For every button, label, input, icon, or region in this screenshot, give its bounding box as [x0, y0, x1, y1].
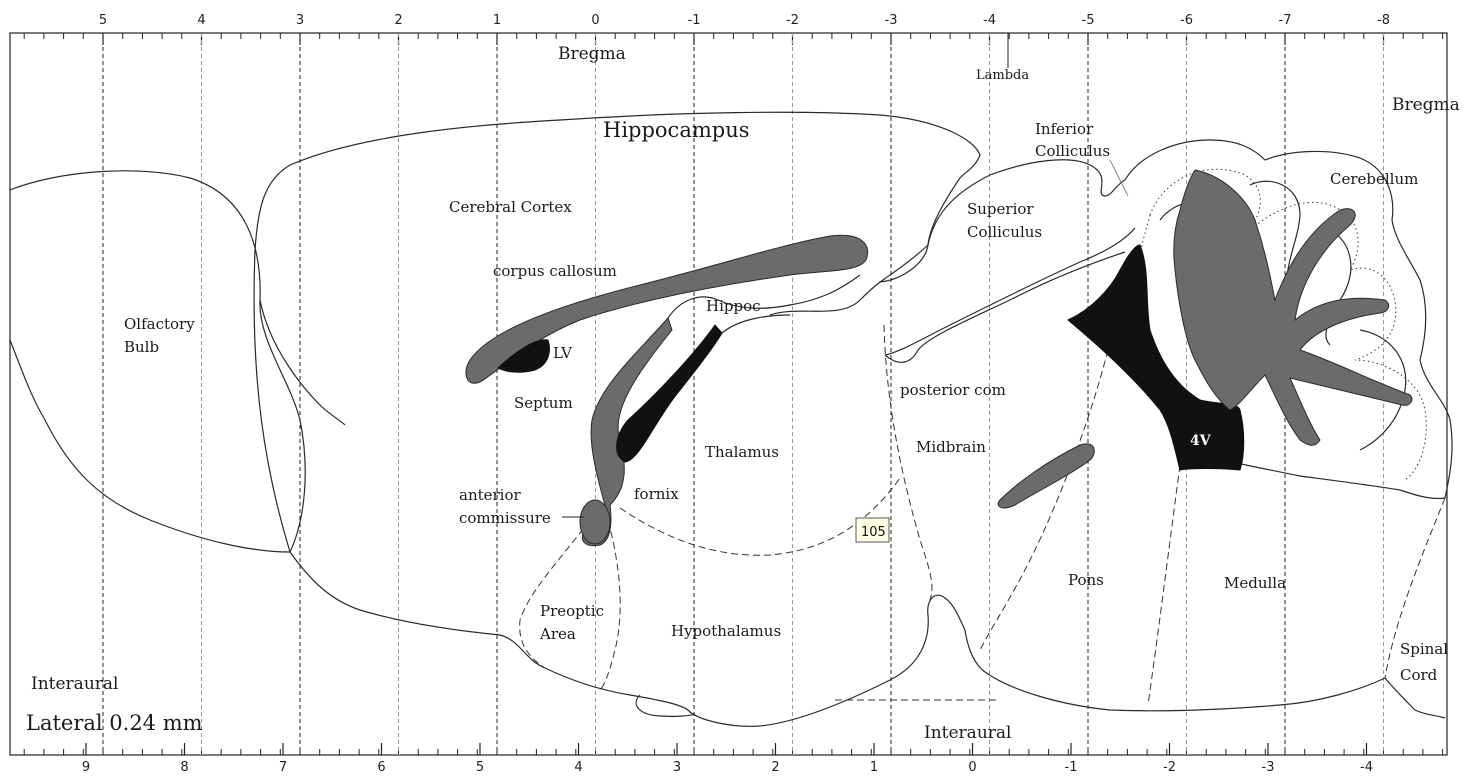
preoptic-label-line2: Area: [539, 625, 576, 643]
inferior-colliculus-label-line2: Colliculus: [1035, 142, 1110, 160]
bottom-scale-label: 0: [968, 760, 976, 775]
top-scale-label: -5: [1082, 13, 1095, 28]
top-scale-label: 1: [493, 13, 501, 28]
midbrain-label: Midbrain: [916, 438, 986, 456]
top-scale-label: 5: [99, 13, 107, 28]
bottom-scale-label: 1: [870, 760, 878, 775]
anterior-commissure-shape: [580, 500, 610, 544]
bottom-scale-label: 4: [574, 760, 582, 775]
bottom-scale-label: -1: [1065, 760, 1078, 775]
top-scale-label: -4: [983, 13, 996, 28]
bottom-scale-label: 3: [673, 760, 681, 775]
bottom-scale-label: 7: [279, 760, 287, 775]
top-scale-label: -1: [688, 13, 701, 28]
anterior-commissure-label-line2: commissure: [459, 509, 551, 527]
top-scale-label: 4: [197, 13, 205, 28]
top-scale-label: 0: [591, 13, 599, 28]
bottom-scale-label: 5: [476, 760, 484, 775]
hippoc-label: Hippoc: [706, 297, 761, 315]
top-scale-label: -6: [1180, 13, 1193, 28]
pons-label: Pons: [1068, 571, 1104, 589]
top-scale-label: -7: [1279, 13, 1292, 28]
tooltip-text: 105: [861, 525, 886, 540]
medulla-label: Medulla: [1224, 574, 1286, 592]
interaural-left-label: Interaural: [31, 674, 118, 694]
fornix-label: fornix: [634, 485, 679, 503]
hippocampal-band-shape: [617, 325, 722, 462]
spinal-cord-label-line2: Cord: [1400, 666, 1438, 684]
fourth-ventricle-label: 4V: [1190, 433, 1212, 449]
lv-label: LV: [553, 344, 573, 362]
cerebellum-label: Cerebellum: [1330, 170, 1418, 188]
bregma-top-label: Bregma: [558, 44, 626, 64]
bottom-scale-label: 8: [180, 760, 188, 775]
top-scale-label: -3: [885, 13, 898, 28]
olfactory-bulb-outline: [10, 171, 305, 552]
anterior-commissure-label-line1: anterior: [459, 486, 522, 504]
top-scale-numbers: 5 4 3 2 1 0 -1 -2 -3 -4 -5 -6 -7 -8: [99, 13, 1390, 28]
superior-colliculus-label-line2: Colliculus: [967, 223, 1042, 241]
thalamus-label: Thalamus: [705, 443, 779, 461]
preoptic-label-line1: Preoptic: [540, 602, 604, 620]
top-scale-label: -8: [1377, 13, 1390, 28]
hypothalamus-label: Hypothalamus: [671, 622, 781, 640]
lambda-label: Lambda: [976, 68, 1029, 83]
top-scale-label: -2: [786, 13, 799, 28]
bottom-scale-label: 9: [82, 760, 90, 775]
ventral-bump: [636, 695, 695, 716]
corpus-callosum-label: corpus callosum: [493, 262, 617, 280]
top-scale-label: 2: [394, 13, 402, 28]
medulla-boundary: [1148, 465, 1180, 705]
spinal-cord-label-line1: Spinal: [1400, 640, 1448, 658]
olfactory-label-line2: Bulb: [124, 338, 159, 356]
bregma-right-label: Bregma: [1392, 95, 1460, 115]
bottom-scale-label: 2: [771, 760, 779, 775]
interaural-bottom-label: Interaural: [924, 723, 1011, 743]
bottom-scale-label: -4: [1360, 760, 1373, 775]
bottom-scale-numbers: 9 8 7 6 5 4 3 2 1 0 -1 -2 -3 -4: [82, 760, 1373, 775]
cortex-inner-edge: [260, 300, 345, 425]
inferior-colliculus-label-line1: Inferior: [1035, 120, 1094, 138]
top-scale-label: 3: [296, 13, 304, 28]
posterior-com-label: posterior com: [900, 381, 1006, 399]
bottom-scale-label: -2: [1163, 760, 1176, 775]
hippocampus-label: Hippocampus: [603, 118, 750, 142]
septum-label: Septum: [514, 394, 573, 412]
superior-colliculus-label-line1: Superior: [967, 200, 1034, 218]
olfactory-label-line1: Olfactory: [124, 315, 195, 333]
bottom-scale-label: -3: [1262, 760, 1275, 775]
bottom-scale-label: 6: [377, 760, 385, 775]
cerebral-cortex-label: Cerebral Cortex: [449, 198, 572, 216]
midbrain-gray-shape: [998, 444, 1094, 508]
lateral-distance-label: Lateral 0.24 mm: [26, 711, 203, 735]
